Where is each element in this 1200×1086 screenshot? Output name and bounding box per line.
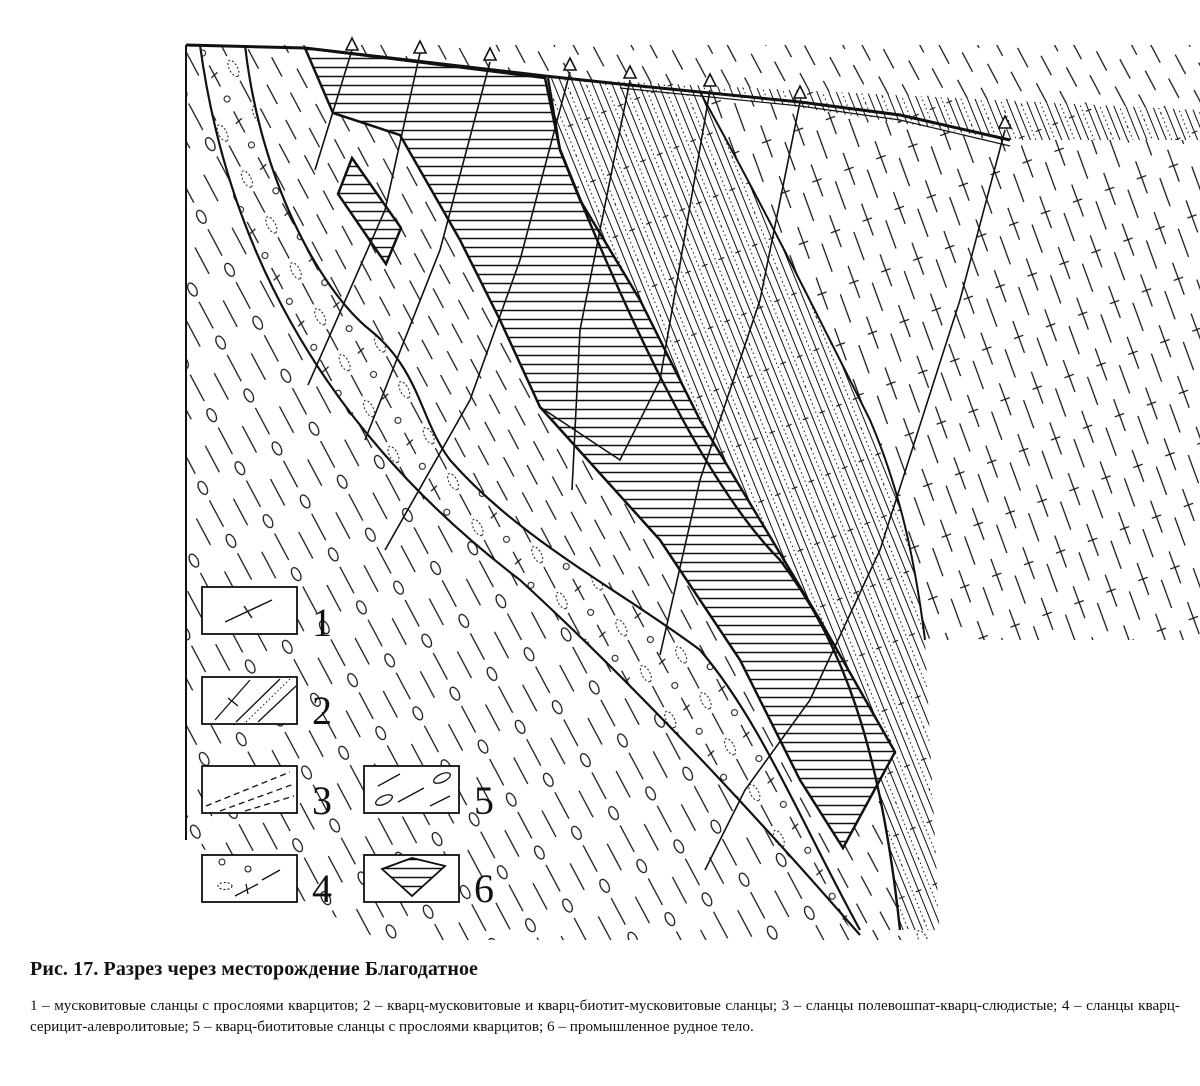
borehole-collars bbox=[344, 36, 1013, 129]
legend-item-3: 3 bbox=[201, 765, 332, 823]
borehole bbox=[571, 79, 631, 491]
geological-cross-section: 1 2 3 4 bbox=[185, 36, 1200, 940]
contact-1-2 bbox=[699, 91, 926, 641]
contact-2-3 bbox=[546, 77, 902, 931]
figure-description: 1 – мусковитовые сланцы с прослоями квар… bbox=[30, 997, 1180, 1035]
legend-item-2: 2 bbox=[201, 676, 332, 733]
legend-number: 1 bbox=[312, 600, 332, 645]
borehole bbox=[307, 52, 421, 386]
boreholes bbox=[307, 49, 1006, 871]
collar-triangle bbox=[997, 114, 1013, 129]
legend-item-1: 1 bbox=[201, 586, 332, 645]
legend-swatch bbox=[201, 676, 298, 725]
collar-triangle bbox=[622, 64, 638, 79]
ground-surface bbox=[185, 43, 1011, 142]
collar-triangle bbox=[412, 39, 428, 54]
borehole bbox=[704, 129, 1006, 871]
blank-below-zone-1 bbox=[925, 640, 1200, 940]
legend-number: 2 bbox=[312, 688, 332, 733]
contact-3-4 bbox=[243, 44, 861, 931]
collar-triangle bbox=[702, 72, 718, 87]
borehole bbox=[659, 101, 801, 656]
borehole bbox=[364, 61, 491, 441]
zone-1-fill bbox=[700, 92, 1200, 640]
figure-title: Рис. 17. Разрез через месторождение Благ… bbox=[30, 958, 479, 980]
figure-caption: Рис. 17. Разрез через месторождение Благ… bbox=[30, 958, 1180, 1037]
legend-number: 6 bbox=[474, 866, 494, 911]
borehole bbox=[384, 71, 571, 551]
collar-triangle bbox=[344, 36, 360, 51]
borehole bbox=[539, 89, 711, 462]
borehole bbox=[314, 49, 353, 171]
collar-triangle bbox=[562, 56, 578, 71]
ore-body-main-hatch bbox=[305, 48, 895, 848]
collar-triangle bbox=[792, 84, 808, 99]
legend-number: 3 bbox=[312, 778, 332, 823]
legend-swatch bbox=[201, 765, 298, 814]
legend: 1 2 3 4 bbox=[201, 586, 494, 911]
legend-item-6: 6 bbox=[363, 854, 494, 911]
legend-number: 4 bbox=[312, 866, 332, 911]
legend-swatch bbox=[201, 854, 298, 903]
legend-item-4: 4 bbox=[201, 854, 332, 911]
collar-triangle bbox=[482, 46, 498, 61]
legend-item-5: 5 bbox=[363, 765, 494, 823]
contact-4-5 bbox=[198, 44, 861, 936]
ore-body-lens-hatch bbox=[338, 158, 401, 264]
contacts bbox=[185, 44, 926, 936]
legend-number: 5 bbox=[474, 778, 494, 823]
